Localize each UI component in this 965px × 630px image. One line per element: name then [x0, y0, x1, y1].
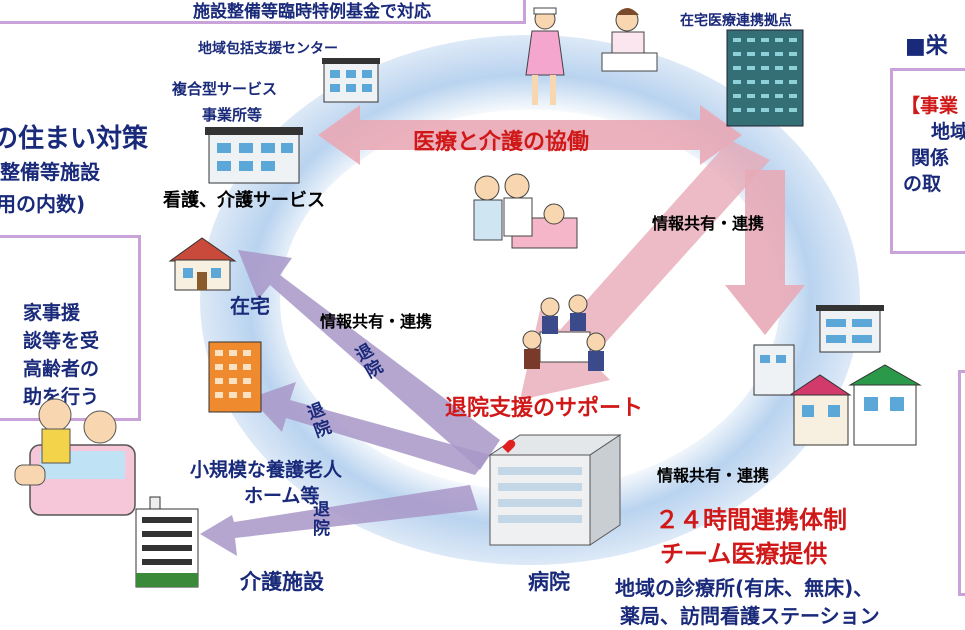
left-sub2: 用の内数) — [0, 192, 86, 216]
small-elderly-home-building-icon — [208, 341, 262, 413]
doctor-writing-illustration — [601, 8, 658, 72]
right-box-line: 【事業 — [901, 95, 959, 117]
fukugou-label-line1: 複合型サービス — [172, 80, 278, 98]
right-heading: ■栄 — [905, 34, 948, 59]
left-box-line: 助を行う — [23, 386, 100, 408]
discharge-arrow-home — [238, 250, 500, 470]
joho-label-bottom: 情報共有・連携 — [657, 466, 770, 485]
kango-kaigo-label: 看護、介護サービス — [163, 190, 325, 211]
collab-arrow — [318, 105, 742, 165]
taiin-label-3: 退院 — [309, 500, 329, 538]
kaigo-shisetsu-label: 介護施設 — [240, 570, 324, 594]
byouin-label: 病院 — [528, 570, 570, 594]
medical-hub-tower-icon — [726, 29, 804, 127]
left-box-line: 談等を受 — [23, 330, 100, 352]
joho-label-mid: 情報共有・連携 — [320, 312, 433, 331]
care-facility-building-icon — [135, 496, 199, 588]
service-office-building-icon — [205, 127, 303, 184]
chiiki-houkatsu-label: 地域包括支援センター — [198, 41, 338, 57]
top-left-banner-box: 施設整備等臨時特例基金で対応 — [0, 0, 526, 24]
discharge-arrow-small — [250, 382, 490, 475]
team-iryou-label: チーム医療提供 — [660, 540, 828, 568]
right-lower-box — [958, 370, 965, 596]
shoukibo-label-line1: 小規模な養護老人 — [190, 459, 343, 481]
right-info-box: 【事業 地域 関係 の取 — [890, 68, 965, 254]
iryou-kaigo-label: 医療と介護の協働 — [413, 130, 590, 155]
nurse-illustration — [525, 7, 565, 105]
clinic-buildings-icon — [753, 305, 922, 446]
clinic-label-line2: 薬局、訪問看護ステーション — [620, 604, 880, 628]
right-box-line: 関係 — [911, 147, 950, 169]
shoukibo-label-line2: ホーム等 — [244, 485, 320, 507]
right-box-line: の取 — [903, 173, 942, 195]
community-center-building-icon — [322, 58, 380, 103]
left-sub1: 整備等施設 — [0, 160, 100, 184]
house-icon — [168, 237, 237, 291]
right-box-line: 地域 — [931, 121, 965, 143]
bathing-care-illustration — [14, 398, 136, 516]
right-down-arrow — [725, 170, 805, 335]
left-box-line: 家事援 — [23, 302, 81, 324]
patient-care-illustration — [473, 173, 578, 249]
zaitaku-renkei-label: 在宅医療連携拠点 — [680, 13, 792, 29]
meeting-illustration — [522, 294, 606, 371]
zaitaku-label: 在宅 — [230, 294, 270, 318]
joho-label-top: 情報共有・連携 — [652, 214, 765, 233]
left-heading: の住まい対策 — [0, 124, 149, 154]
taiin-support-label: 退院支援のサポート — [445, 396, 644, 421]
hospital-building-icon — [488, 434, 622, 546]
top-left-banner-text: 施設整備等臨時特例基金で対応 — [193, 2, 431, 22]
renkei-24-label: ２４時間連携体制 — [655, 506, 847, 534]
fukugou-label-line2: 事業所等 — [202, 106, 263, 124]
left-box-line: 高齢者の — [23, 358, 100, 380]
clinic-label-line1: 地域の診療所(有床、無床)、 — [615, 576, 874, 600]
discharge-arrow-facility — [200, 485, 478, 556]
